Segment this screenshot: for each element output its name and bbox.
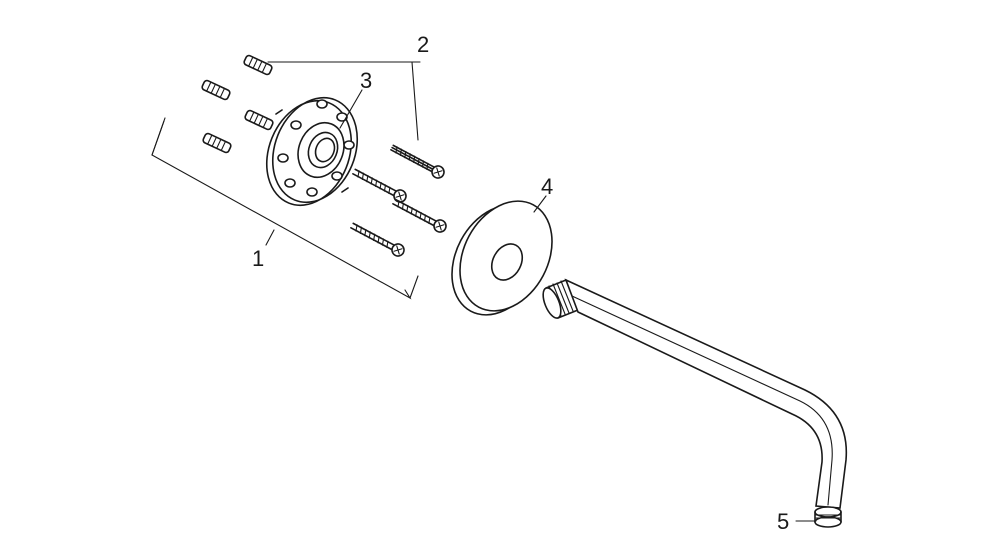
leader-item-2 [267,61,421,141]
wall-plug [243,54,273,76]
bracket-item-1 [151,117,419,300]
cover-rosette [451,200,553,316]
leader-item-1 [265,229,275,246]
wall-plug [201,79,231,101]
arm-outlet [814,506,842,528]
callout-4: 4 [541,174,553,199]
callout-1: 1 [252,246,264,271]
wall-plug [202,132,232,154]
screws [350,144,447,257]
screw [352,168,407,203]
wall-plugs [201,54,274,154]
screw [392,198,447,233]
screw [350,222,405,257]
mounting-flange [265,96,359,207]
leader-item-4 [533,195,547,213]
screw [390,144,445,179]
shower-arm [542,278,848,528]
leader-item-3 [339,89,363,129]
callout-5: 5 [777,509,789,534]
callout-2: 2 [417,32,429,57]
callout-3: 3 [360,68,372,93]
leader-lines [265,89,817,522]
wall-plug [244,109,274,131]
